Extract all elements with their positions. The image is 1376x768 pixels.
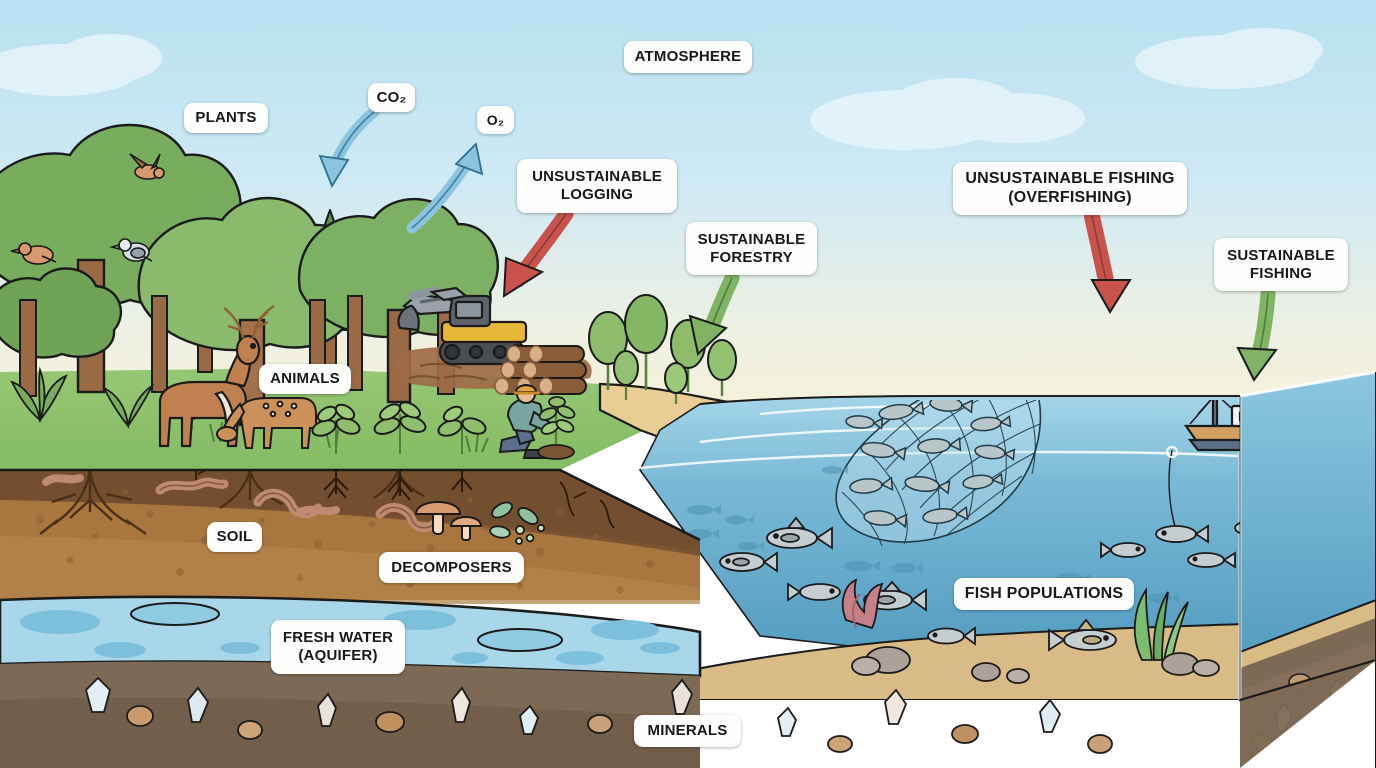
flying-bird bbox=[129, 153, 165, 180]
mushroom-group bbox=[414, 501, 483, 541]
fishing-boat-small bbox=[1183, 400, 1240, 452]
label-o2: O₂ bbox=[477, 106, 514, 134]
seafloor-rocks bbox=[851, 646, 1220, 684]
bacteria-group bbox=[489, 501, 546, 545]
excavator bbox=[397, 286, 528, 366]
label-plants: PLANTS bbox=[184, 103, 268, 133]
deer-antlers bbox=[223, 304, 275, 339]
sapling bbox=[537, 396, 576, 460]
coral bbox=[841, 578, 884, 630]
label-unsustainable-fishing: UNSUSTAINABLE FISHING (OVERFISHING) bbox=[953, 162, 1187, 215]
earthworm-group bbox=[42, 474, 441, 533]
label-sustainable-fishing: SUSTAINABLE FISHING bbox=[1214, 238, 1348, 291]
perched-bird-right bbox=[109, 238, 153, 262]
label-co2: CO₂ bbox=[368, 83, 415, 112]
worker-planting-sapling bbox=[498, 384, 554, 459]
label-minerals: MINERALS bbox=[634, 715, 741, 747]
o2-arrow bbox=[406, 142, 484, 234]
label-animals: ANIMALS bbox=[259, 364, 351, 394]
perched-bird-left bbox=[10, 242, 57, 265]
fish-population-group bbox=[719, 516, 1240, 652]
log-pile bbox=[494, 345, 587, 395]
unsustainable-logging-arrow bbox=[502, 206, 574, 298]
root-fibers bbox=[195, 469, 615, 529]
sustainable-fishing-arrow bbox=[1236, 286, 1278, 382]
label-atmosphere: ATMOSPHERE bbox=[624, 41, 752, 73]
label-fish-populations: FISH POPULATIONS bbox=[954, 578, 1134, 610]
understory-plants bbox=[10, 366, 205, 430]
netted-fish-group bbox=[845, 400, 1016, 529]
mature-trees bbox=[0, 123, 499, 427]
aquifer-water-pockets bbox=[20, 602, 680, 665]
seedling-roots bbox=[323, 470, 473, 501]
unsustainable-fishing-arrow bbox=[1084, 208, 1132, 314]
label-fresh-water: FRESH WATER (AQUIFER) bbox=[271, 620, 405, 674]
replanted-trees bbox=[588, 294, 737, 404]
deer-fawn bbox=[216, 397, 317, 449]
seedling-group bbox=[311, 401, 487, 454]
ground-outline bbox=[0, 468, 701, 542]
label-decomposers: DECOMPOSERS bbox=[379, 552, 524, 583]
soil-particles bbox=[36, 485, 654, 594]
base-wedge bbox=[1240, 660, 1376, 768]
label-soil: SOIL bbox=[207, 522, 262, 552]
cloud-group bbox=[0, 28, 1323, 150]
label-unsustainable-logging: UNSUSTAINABLE LOGGING bbox=[517, 159, 677, 213]
label-sustainable-forestry: SUSTAINABLE FORESTRY bbox=[686, 222, 817, 275]
co2-arrow bbox=[318, 106, 380, 188]
bird-group bbox=[10, 153, 165, 265]
sustainable-forestry-arrow bbox=[688, 270, 740, 356]
seaweed bbox=[1133, 587, 1189, 661]
mineral-crystals bbox=[84, 676, 1113, 754]
